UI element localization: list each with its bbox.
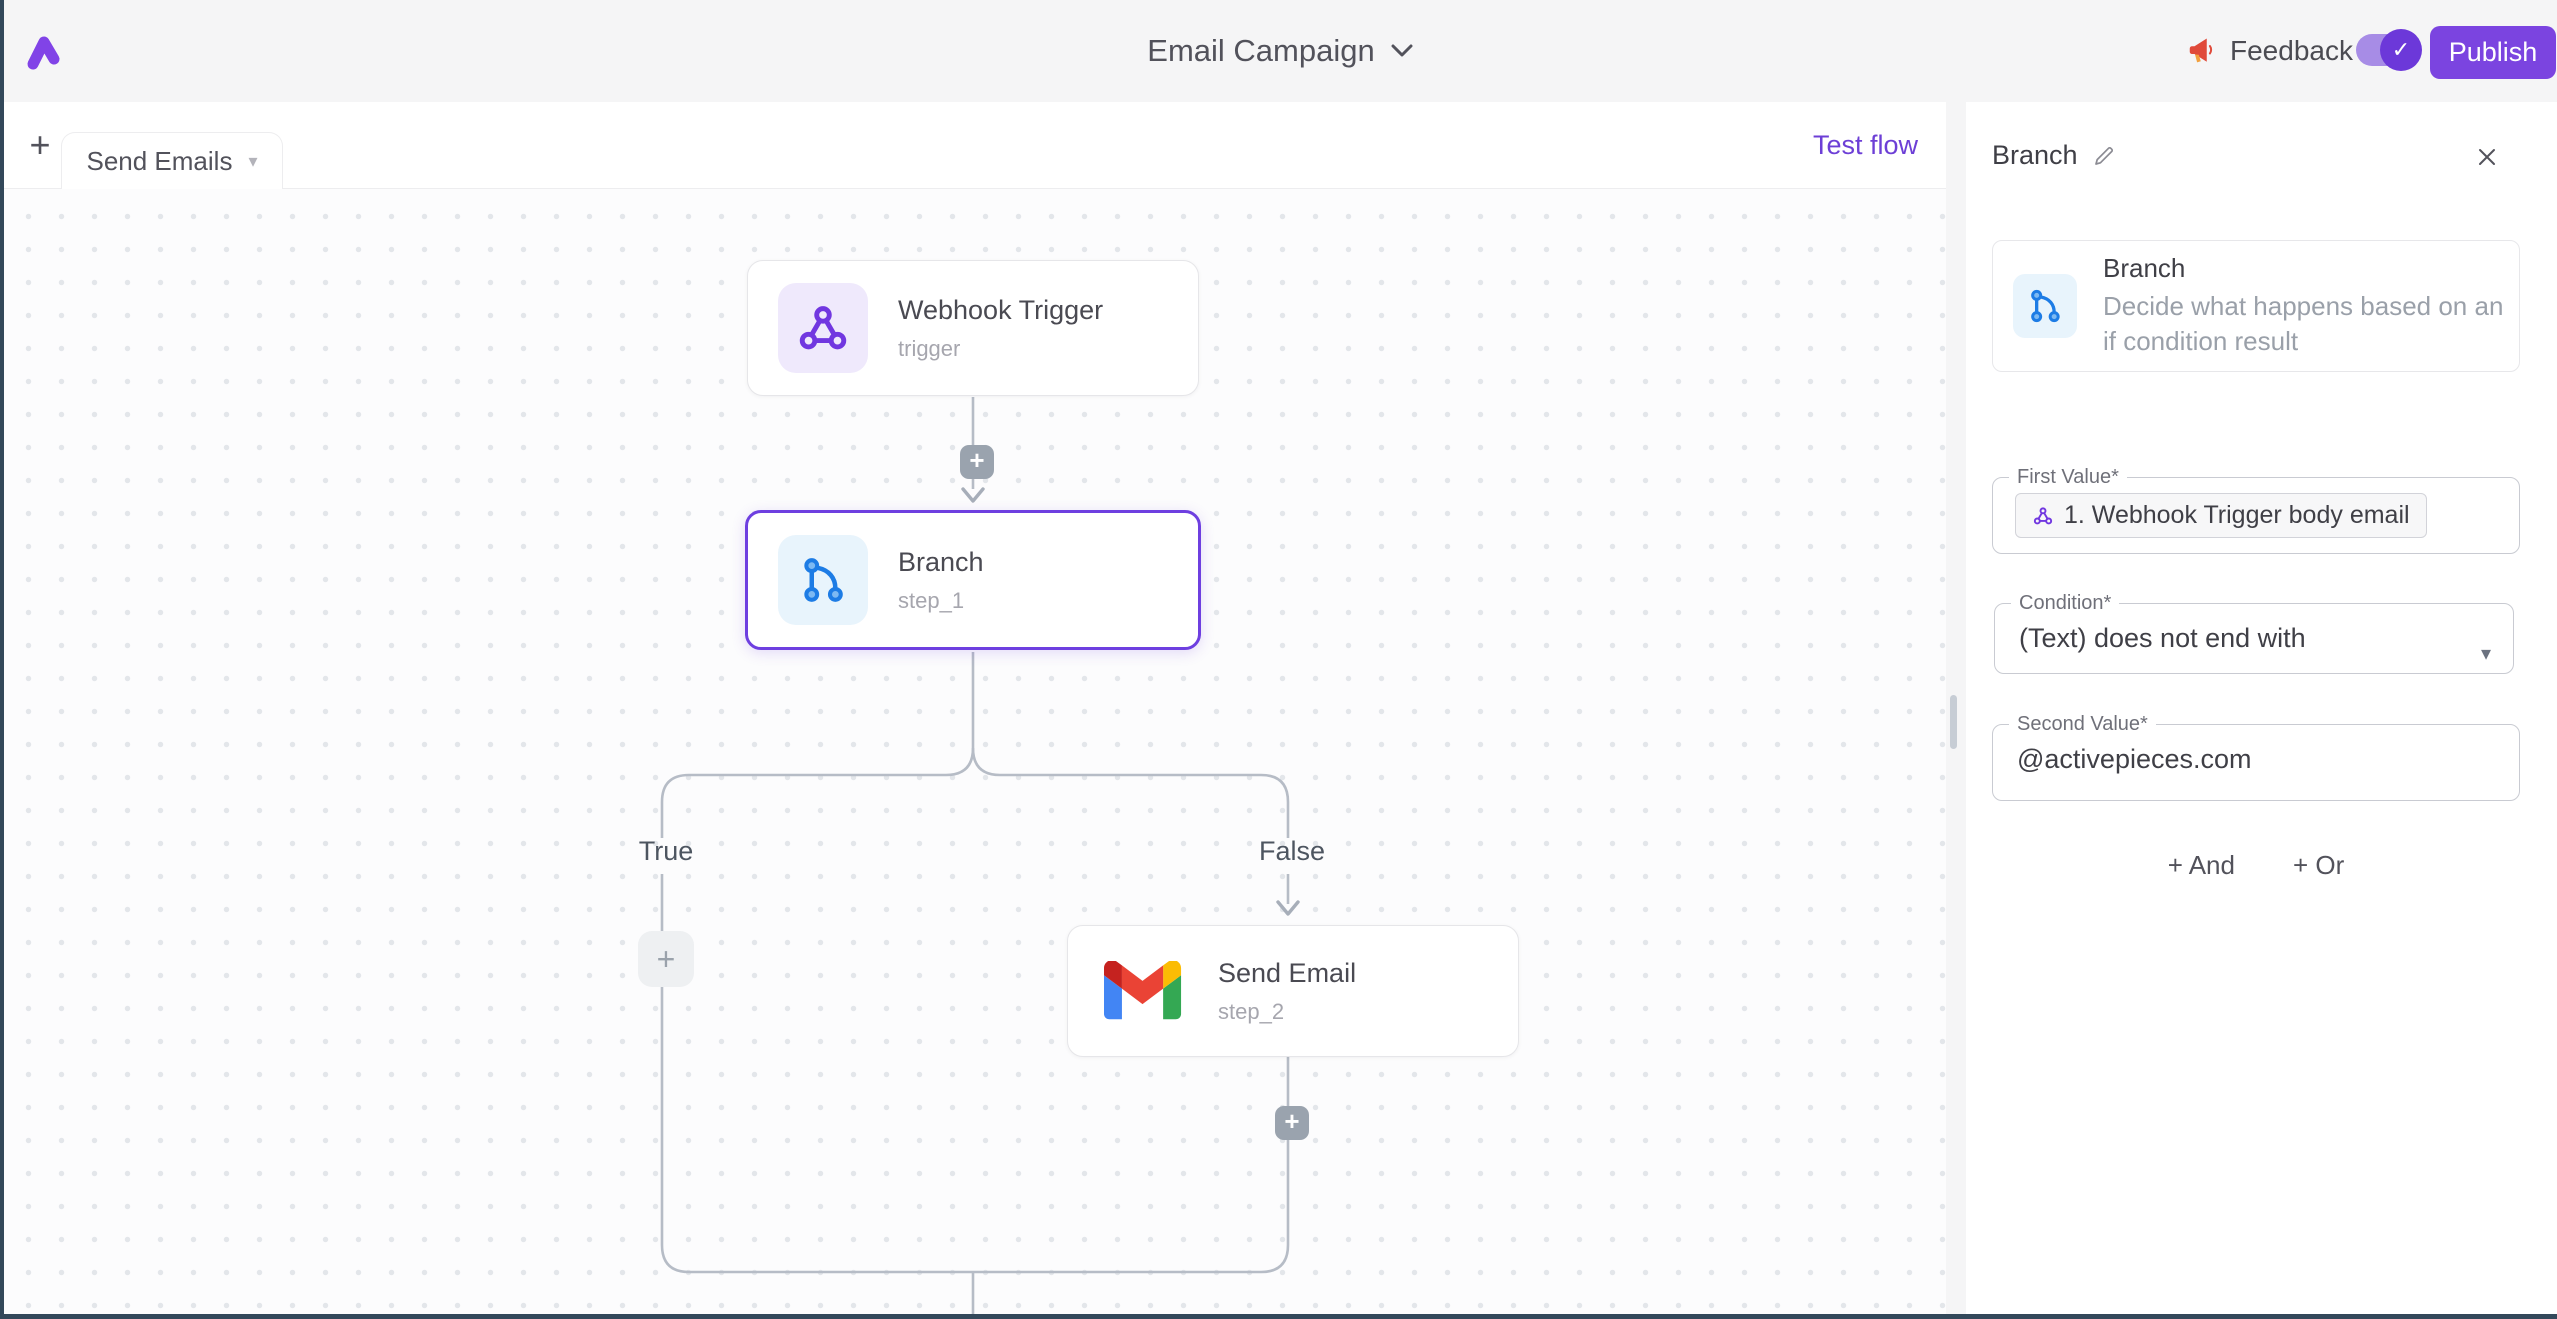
node-subtitle: trigger [898,336,1103,362]
window-edge [0,0,4,1319]
second-value-label: Second Value* [2009,713,2156,736]
gmail-icon [1098,946,1188,1036]
scrollbar-thumb[interactable] [1950,695,1957,749]
branch-label-true: True [621,836,711,867]
step-settings-panel: Branch [1966,102,2557,1314]
test-flow-link[interactable]: Test flow [1813,102,1918,188]
node-branch[interactable]: Branch step_1 [745,510,1201,650]
condition-value: (Text) does not end with [2019,623,2513,654]
add-step-true-button[interactable]: + [638,931,694,987]
megaphone-icon [2188,36,2218,66]
first-value-field[interactable]: First Value* 1. Webhook Trigger body ema… [1992,466,2520,554]
node-title: Send Email [1218,958,1356,989]
token-text: 1. Webhook Trigger body email [2064,501,2410,530]
condition-label: Condition* [2011,592,2119,615]
close-icon [2475,145,2499,169]
flow-tab-label: Send Emails [86,146,232,177]
top-app-bar: Email Campaign Feedback ✓ Publish [0,0,2557,102]
toggle-check-icon: ✓ [2380,29,2422,71]
branch-icon [778,535,868,625]
chevron-down-icon[interactable] [1391,44,1413,58]
insert-step-button[interactable]: + [960,445,994,479]
condition-logic-buttons: + And + Or [1992,850,2520,881]
flow-title[interactable]: Email Campaign [1147,33,1374,69]
flow-canvas[interactable]: Webhook Trigger trigger + [4,188,1946,1314]
first-value-token[interactable]: 1. Webhook Trigger body email [2015,493,2427,538]
add-or-button[interactable]: + Or [2293,850,2344,881]
edit-pencil-icon[interactable] [2092,144,2116,168]
tab-send-emails[interactable]: Send Emails ▾ [61,132,283,189]
insert-step-button[interactable]: + [1275,1106,1309,1140]
branch-icon [2013,274,2077,338]
step-description: Decide what happens based on an if condi… [2103,289,2513,359]
feedback-button[interactable]: Feedback [2188,0,2353,102]
node-subtitle: step_1 [898,588,984,614]
branch-label-false: False [1247,836,1337,867]
close-panel-button[interactable] [2472,142,2502,172]
step-name: Branch [2103,253,2513,284]
activepieces-logo-icon[interactable] [22,30,66,74]
first-value-label: First Value* [2009,466,2127,489]
canvas-toolbar: + Send Emails ▾ Test flow [4,102,1946,189]
add-and-button[interactable]: + And [2168,850,2235,881]
node-send-email[interactable]: Send Email step_2 [1067,925,1519,1057]
node-subtitle: step_2 [1218,999,1356,1025]
webhook-icon [2032,505,2054,527]
second-value-field[interactable]: Second Value* @activepieces.com [1992,713,2520,801]
publish-button[interactable]: Publish [2430,26,2556,79]
node-title: Branch [898,547,984,578]
node-title: Webhook Trigger [898,295,1103,326]
tab-caret-icon[interactable]: ▾ [248,151,257,172]
feedback-label: Feedback [2230,35,2353,67]
webhook-icon [778,283,868,373]
condition-select[interactable]: Condition* (Text) does not end with ▾ [1994,592,2514,674]
second-value-text[interactable]: @activepieces.com [2017,744,2519,775]
select-caret-icon[interactable]: ▾ [2481,641,2491,666]
window-edge [0,1314,2557,1319]
panel-scroll-gutter [1946,102,1966,1314]
panel-title: Branch [1992,140,2078,171]
flow-enabled-toggle[interactable]: ✓ [2356,34,2414,66]
add-flow-button[interactable]: + [18,102,62,188]
node-webhook-trigger[interactable]: Webhook Trigger trigger [747,260,1199,396]
step-info-card: Branch Decide what happens based on an i… [1992,240,2520,372]
flow-title-group[interactable]: Email Campaign [1040,0,1520,102]
